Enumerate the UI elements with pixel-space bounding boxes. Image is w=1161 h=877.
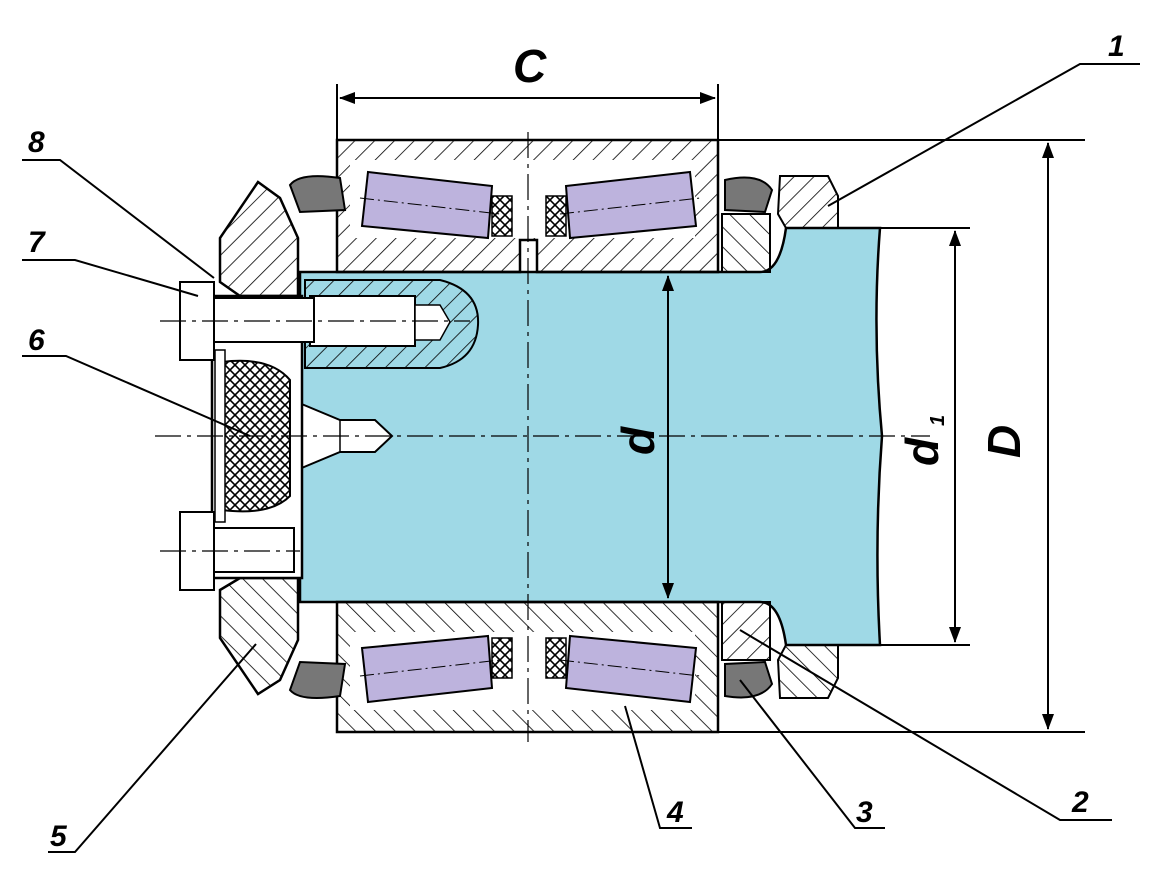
centerlines [155,132,930,742]
roller-lower-right [564,634,698,704]
leader-lines [22,63,1140,853]
callout-4: 4 [666,796,684,829]
callout-8: 8 [28,126,45,159]
callout-7: 7 [28,226,46,259]
callout-1: 1 [1108,30,1125,63]
bolt-shank-upper [213,297,315,343]
dimension-lines [336,84,1085,733]
roller-upper-left [360,170,494,240]
roller-cages [491,195,567,679]
spacer-rings [721,213,771,661]
seals [288,175,774,699]
roller-upper-right [564,170,698,240]
callout-6: 6 [28,324,45,357]
callout-3: 3 [856,796,873,829]
dimension-D-label: D [978,425,1030,458]
dimension-d1-label: d [896,437,948,466]
dimension-d-label: d [612,426,664,455]
roller-lower-left [360,634,494,704]
callout-2: 2 [1071,786,1089,819]
part-1-ring [776,175,839,699]
dimension-C-label: C [513,40,547,92]
bolt-shank-lower [213,527,295,573]
tapered-rollers [359,170,701,704]
dimension-d1-subscript: 1 [927,415,949,426]
callout-5: 5 [50,820,68,853]
threaded-hole-upper [304,279,480,369]
